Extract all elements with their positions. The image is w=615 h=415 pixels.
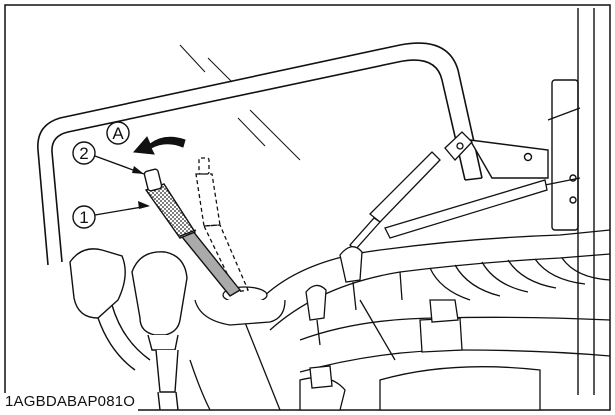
figure-reference-code: 1AGBDABAP081O bbox=[4, 393, 139, 411]
lever-grip bbox=[144, 183, 197, 239]
hand-lever bbox=[143, 168, 242, 297]
callout-1-arrowhead bbox=[138, 201, 150, 209]
callout-2: 2 bbox=[72, 141, 145, 175]
callout-1-label: 1 bbox=[79, 208, 88, 227]
callout-1: 1 bbox=[72, 201, 150, 229]
cab-window-pillar bbox=[544, 8, 595, 395]
auxiliary-levers bbox=[305, 246, 363, 346]
shift-lever-center bbox=[131, 251, 188, 411]
motion-direction-arrow bbox=[132, 136, 186, 155]
handrail-bracket bbox=[468, 139, 549, 179]
handrail-frame bbox=[37, 42, 483, 266]
figure-border bbox=[4, 4, 611, 411]
gas-strut bbox=[349, 131, 548, 251]
callout-a: A bbox=[106, 121, 130, 145]
pedal-cluster bbox=[299, 299, 541, 411]
lever-alternate-position bbox=[195, 157, 249, 293]
lever-release-button bbox=[143, 168, 163, 192]
lever-slot bbox=[194, 286, 286, 326]
shift-lever-left bbox=[69, 248, 151, 371]
callout-2-arrowhead bbox=[132, 166, 144, 174]
callout-a-label: A bbox=[112, 124, 124, 143]
windscreen-reflections bbox=[179, 44, 301, 161]
callout-2-label: 2 bbox=[79, 144, 88, 163]
